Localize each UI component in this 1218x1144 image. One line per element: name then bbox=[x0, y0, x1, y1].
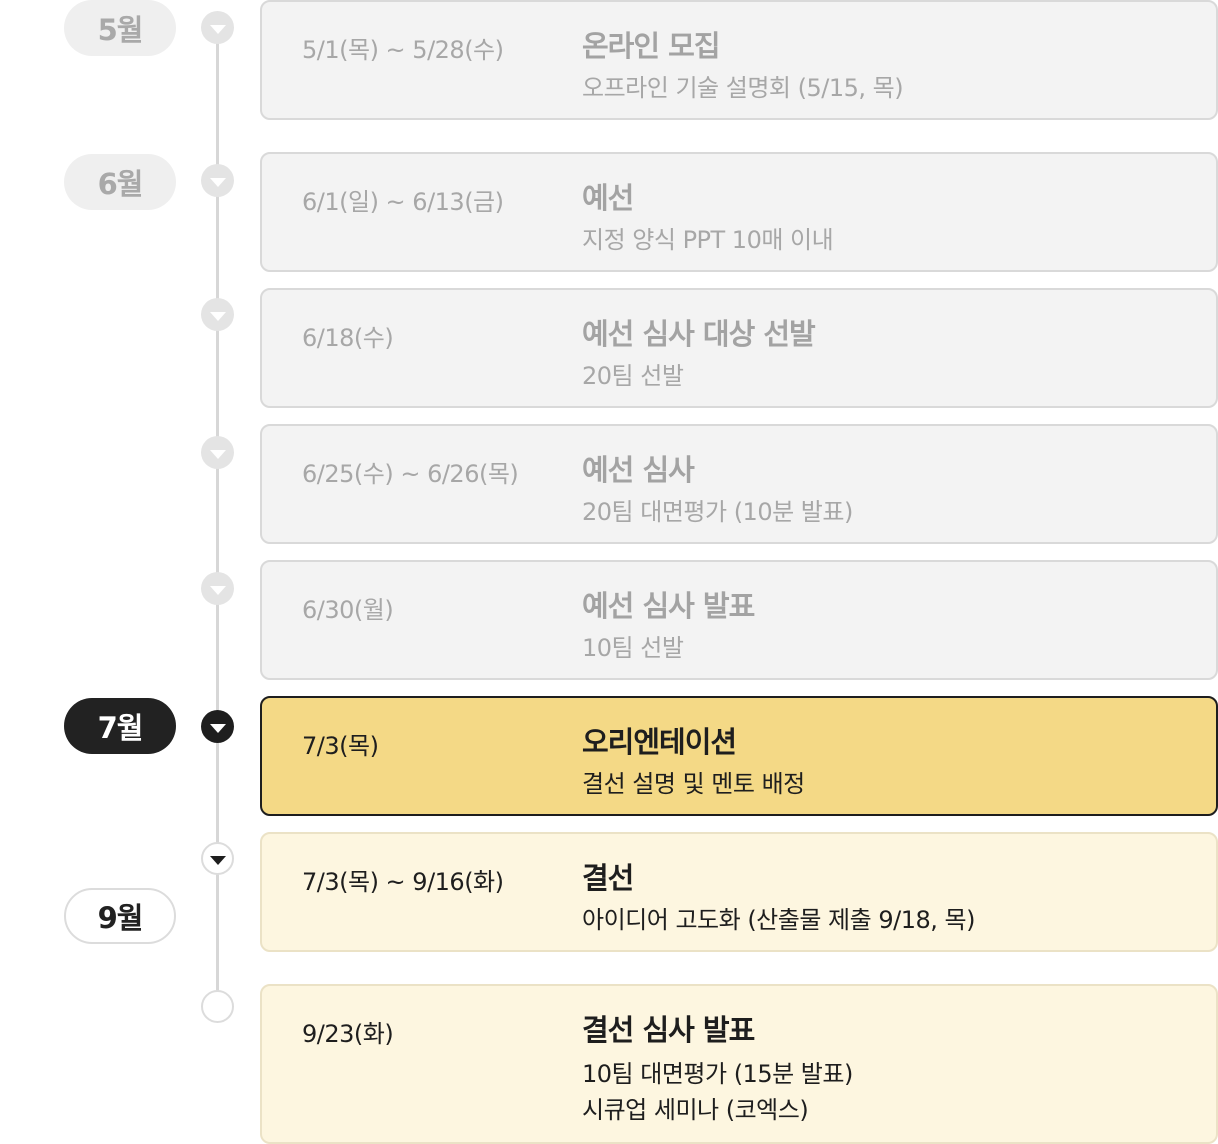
event-title: 예선 심사 대상 선발 bbox=[582, 317, 816, 351]
event-title: 온라인 모집 bbox=[582, 29, 720, 63]
month-pill-july: 7월 bbox=[64, 698, 176, 754]
event-title: 오리엔테이션 bbox=[582, 725, 737, 759]
event-desc: 오프라인 기술 설명회 (5/15, 목) bbox=[582, 74, 904, 102]
event-title: 예선 심사 발표 bbox=[582, 589, 755, 623]
event-desc: 지정 양식 PPT 10매 이내 bbox=[582, 226, 834, 254]
event-card: 6/18(수) 예선 심사 대상 선발 20팀 선발 bbox=[260, 288, 1218, 408]
event-date: 7/3(목) bbox=[302, 732, 379, 760]
timeline-node bbox=[201, 842, 234, 875]
chevron-down-icon bbox=[209, 723, 226, 733]
event-desc: 10팀 대면평가 (15분 발표) bbox=[582, 1060, 853, 1088]
event-card-current: 7/3(목) 오리엔테이션 결선 설명 및 멘토 배정 bbox=[260, 696, 1218, 816]
event-date: 6/30(월) bbox=[302, 596, 394, 624]
timeline-node-current bbox=[201, 710, 234, 743]
timeline-node bbox=[201, 164, 234, 197]
event-date: 7/3(목) ~ 9/16(화) bbox=[302, 868, 504, 896]
chevron-down-icon bbox=[209, 449, 226, 459]
timeline-node bbox=[201, 436, 234, 469]
event-date: 5/1(목) ~ 5/28(수) bbox=[302, 36, 504, 64]
chevron-down-icon bbox=[209, 585, 226, 595]
event-desc: 시큐업 세미나 (코엑스) bbox=[582, 1096, 809, 1124]
event-date: 6/1(일) ~ 6/13(금) bbox=[302, 188, 504, 216]
event-date: 6/18(수) bbox=[302, 324, 394, 352]
event-title: 예선 심사 bbox=[582, 453, 695, 487]
event-desc: 20팀 선발 bbox=[582, 362, 684, 390]
timeline-node bbox=[201, 572, 234, 605]
chevron-down-icon bbox=[209, 311, 226, 321]
event-desc: 아이디어 고도화 (산출물 제출 9/18, 목) bbox=[582, 906, 975, 934]
chevron-down-icon bbox=[209, 855, 226, 865]
event-card: 6/1(일) ~ 6/13(금) 예선 지정 양식 PPT 10매 이내 bbox=[260, 152, 1218, 272]
chevron-down-icon bbox=[209, 24, 226, 34]
month-pill-may: 5월 bbox=[64, 0, 176, 56]
event-title: 예선 bbox=[582, 181, 634, 215]
event-card: 7/3(목) ~ 9/16(화) 결선 아이디어 고도화 (산출물 제출 9/1… bbox=[260, 832, 1218, 952]
timeline-line bbox=[216, 28, 219, 1008]
event-card: 9/23(화) 결선 심사 발표 10팀 대면평가 (15분 발표) 시큐업 세… bbox=[260, 984, 1218, 1144]
event-date: 9/23(화) bbox=[302, 1020, 394, 1048]
timeline-node bbox=[201, 298, 234, 331]
event-desc: 20팀 대면평가 (10분 발표) bbox=[582, 498, 853, 526]
timeline-node-empty bbox=[201, 990, 234, 1023]
event-title: 결선 bbox=[582, 861, 634, 895]
event-title: 결선 심사 발표 bbox=[582, 1013, 755, 1047]
event-desc: 결선 설명 및 멘토 배정 bbox=[582, 770, 805, 798]
chevron-down-icon bbox=[209, 177, 226, 187]
event-card: 6/30(월) 예선 심사 발표 10팀 선발 bbox=[260, 560, 1218, 680]
month-pill-september: 9월 bbox=[64, 888, 176, 944]
event-desc: 10팀 선발 bbox=[582, 634, 684, 662]
event-date: 6/25(수) ~ 6/26(목) bbox=[302, 460, 519, 488]
event-card: 5/1(목) ~ 5/28(수) 온라인 모집 오프라인 기술 설명회 (5/1… bbox=[260, 0, 1218, 120]
event-card: 6/25(수) ~ 6/26(목) 예선 심사 20팀 대면평가 (10분 발표… bbox=[260, 424, 1218, 544]
month-pill-june: 6월 bbox=[64, 154, 176, 210]
timeline-node bbox=[201, 11, 234, 44]
